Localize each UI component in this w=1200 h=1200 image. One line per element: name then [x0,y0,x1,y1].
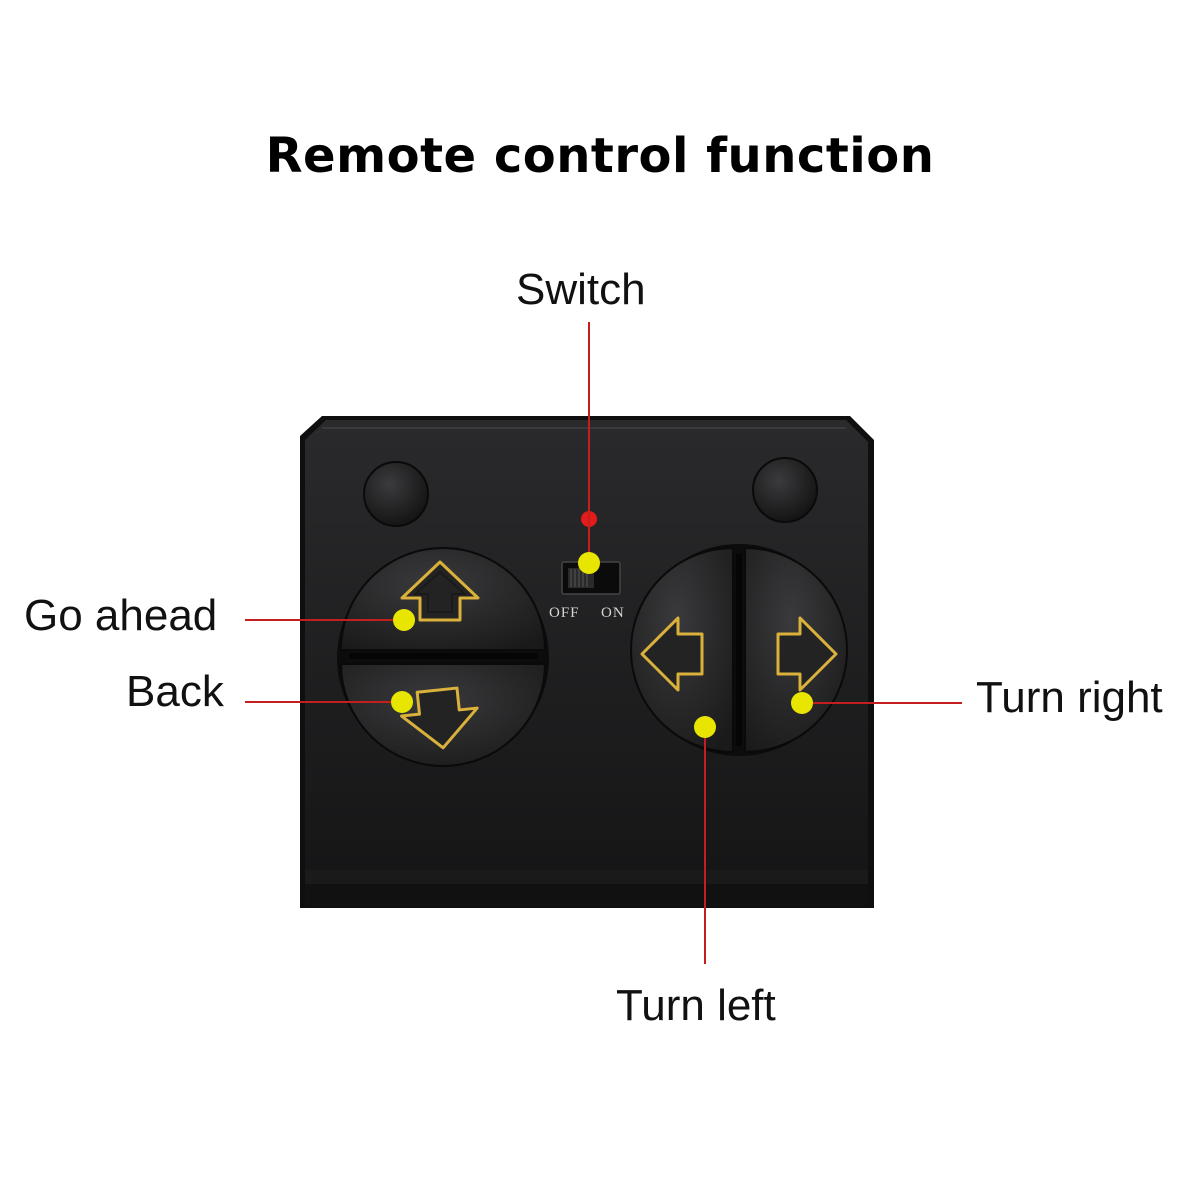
down-arrow-icon [400,686,479,750]
switch-marker-dot [578,552,600,574]
power-switch[interactable] [561,561,621,595]
marker-dots [391,552,813,738]
right-direction-pad [630,544,848,756]
leader-lines [245,322,962,964]
left-knob [363,461,429,527]
turn-right-label: Turn right [976,673,1163,722]
up-arrow-icon [400,560,480,622]
left-direction-pad [337,547,549,767]
right-knob [752,457,818,523]
turn-right-marker-dot [791,692,813,714]
back-label: Back [126,667,224,716]
left-arrow-icon [640,616,704,692]
go-ahead-marker-dot [393,609,415,631]
back-marker-dot [391,691,413,713]
switch-label: Switch [516,265,646,314]
turn-left-marker-dot [694,716,716,738]
switch-off-label: OFF [549,605,580,621]
diagram-title: Remote control function [265,128,935,184]
right-arrow-icon [776,616,838,692]
switch-on-label: ON [601,605,625,621]
go-ahead-label: Go ahead [24,591,218,640]
turn-left-label: Turn left [616,981,776,1030]
